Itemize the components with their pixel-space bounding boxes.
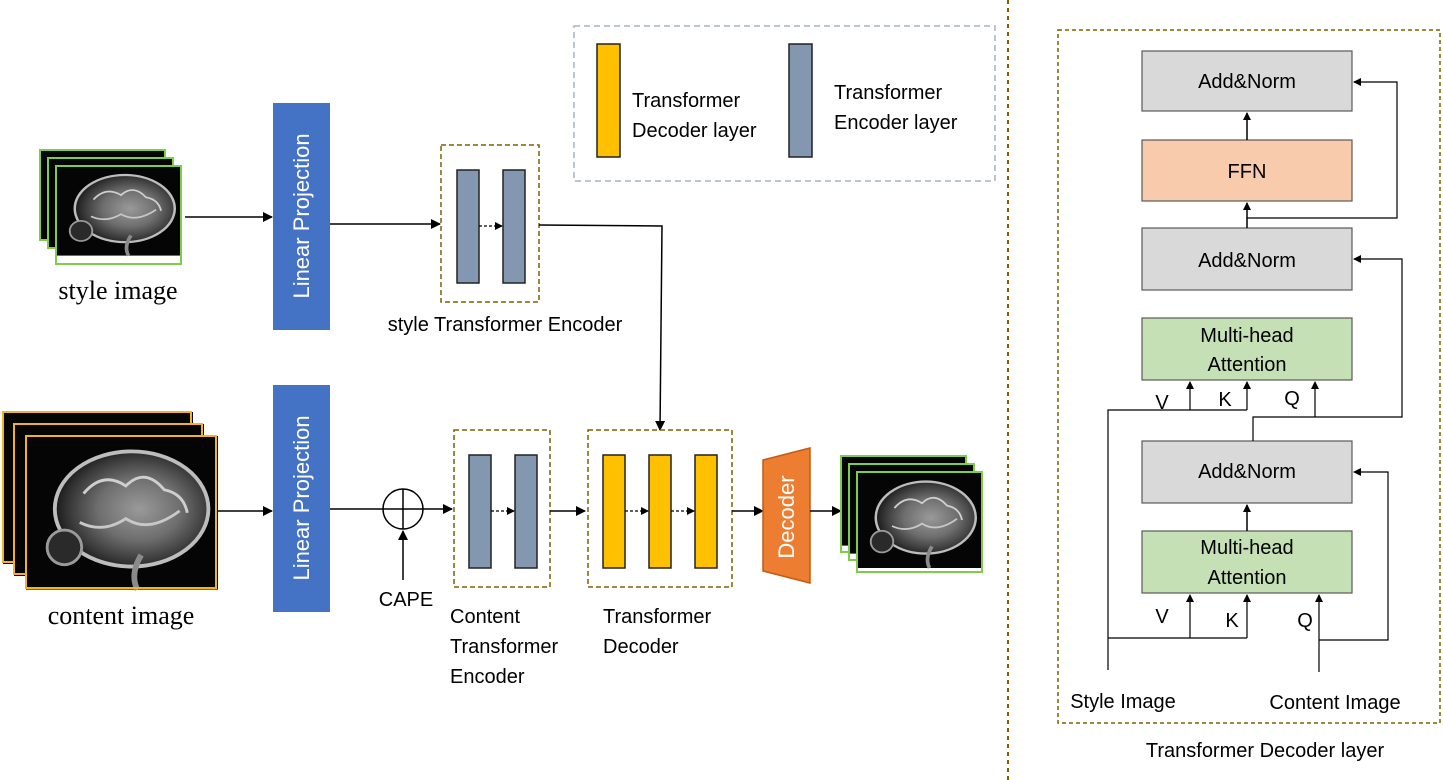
style-encoder-box <box>440 144 540 303</box>
decoder-layer-panel <box>1057 29 1441 724</box>
content-encoder-box <box>453 429 551 588</box>
content-encoder-label-2: Transformer <box>450 636 559 658</box>
style-encoder-label: style Transformer Encoder <box>388 314 623 336</box>
decoder-layer-caption: Transformer Decoder layer <box>1146 740 1385 762</box>
linear-projection-top <box>273 103 330 330</box>
residual-content <box>1319 468 1389 641</box>
content-image-stack <box>3 412 218 590</box>
content-image-label: content image <box>48 601 195 630</box>
legend-encoder-label-2: Encoder layer <box>834 112 958 134</box>
q-bottom-label: Q <box>1297 610 1313 632</box>
add-norm-top <box>1141 50 1353 112</box>
mha-bottom-label-2: Attention <box>1208 567 1287 589</box>
decoder-layer-3 <box>694 454 718 569</box>
q-top-label: Q <box>1284 388 1300 410</box>
legend-decoder-swatch <box>596 43 621 158</box>
legend-encoder-label-1: Transformer <box>834 82 943 104</box>
content-encoder-layer-2 <box>514 454 538 569</box>
v-bottom-label: V <box>1155 606 1169 628</box>
mha-bottom <box>1141 530 1353 594</box>
transformer-decoder-label-1: Transformer <box>603 606 712 628</box>
style-input-label: Style Image <box>1070 691 1176 713</box>
decoder-layer-2 <box>648 454 672 569</box>
mha-top <box>1141 317 1353 381</box>
add-norm-bottom-label: Add&Norm <box>1198 461 1296 483</box>
cape-label: CAPE <box>379 589 433 611</box>
legend-decoder-label-2: Decoder layer <box>632 120 757 142</box>
decoder-label: Decoder <box>774 475 799 558</box>
linear-projection-bottom-label: Linear Projection <box>289 415 314 580</box>
linear-projection-bottom <box>273 385 330 612</box>
content-input-label: Content Image <box>1269 692 1400 714</box>
ffn-block <box>1141 139 1353 202</box>
arrow-style-encoder-to-decoder <box>538 224 666 431</box>
content-encoder-layer-1 <box>468 454 492 569</box>
mha-bottom-label-1: Multi-head <box>1200 537 1293 559</box>
v-top-label: V <box>1155 392 1169 414</box>
add-norm-mid-label: Add&Norm <box>1198 250 1296 272</box>
k-top-label: K <box>1218 389 1232 411</box>
add-norm-bottom <box>1141 440 1353 504</box>
legend-decoder-label-1: Transformer <box>632 90 741 112</box>
add-norm-mid <box>1141 227 1353 291</box>
legend-box <box>573 25 996 182</box>
decoder-layer-1 <box>602 454 626 569</box>
residual-mha-top <box>1252 255 1403 441</box>
transformer-decoder-label-2: Decoder <box>603 636 679 658</box>
style-encoder-layer-2 <box>502 169 526 284</box>
style-image-stack <box>38 148 183 265</box>
content-encoder-label-3: Encoder <box>450 666 525 688</box>
content-encoder-label-1: Content <box>450 606 520 628</box>
decoder-block <box>762 447 811 584</box>
style-image-label: style image <box>58 276 177 305</box>
legend-encoder-swatch <box>788 43 813 158</box>
ffn-label: FFN <box>1228 161 1267 183</box>
residual-ffn <box>1247 78 1398 219</box>
transformer-decoder-box <box>587 429 733 588</box>
add-norm-top-label: Add&Norm <box>1198 71 1296 93</box>
mha-top-label-1: Multi-head <box>1200 325 1293 347</box>
style-encoder-layer-1 <box>456 169 480 284</box>
linear-projection-top-label: Linear Projection <box>289 133 314 298</box>
output-image-stack <box>839 454 984 573</box>
mha-top-label-2: Attention <box>1208 354 1287 376</box>
style-input-line-top <box>1107 409 1247 670</box>
k-bottom-label: K <box>1225 610 1239 632</box>
